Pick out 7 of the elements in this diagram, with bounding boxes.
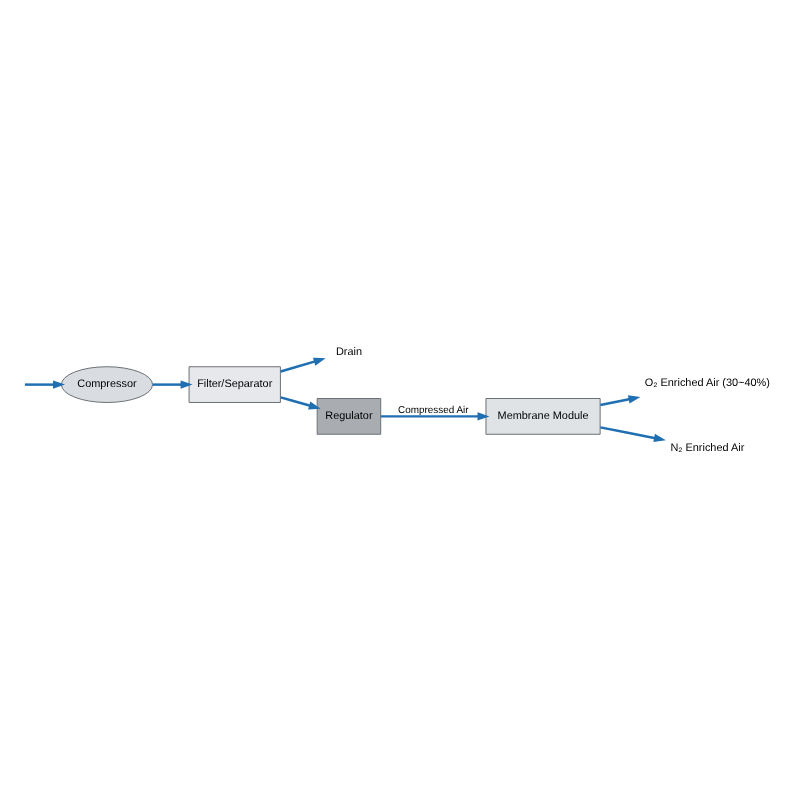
arrow [279,396,320,410]
arrow [379,412,489,421]
arrow [23,380,64,389]
arrow [599,426,665,443]
arrow [151,380,192,389]
arrow [279,357,325,373]
arrow [599,395,640,407]
